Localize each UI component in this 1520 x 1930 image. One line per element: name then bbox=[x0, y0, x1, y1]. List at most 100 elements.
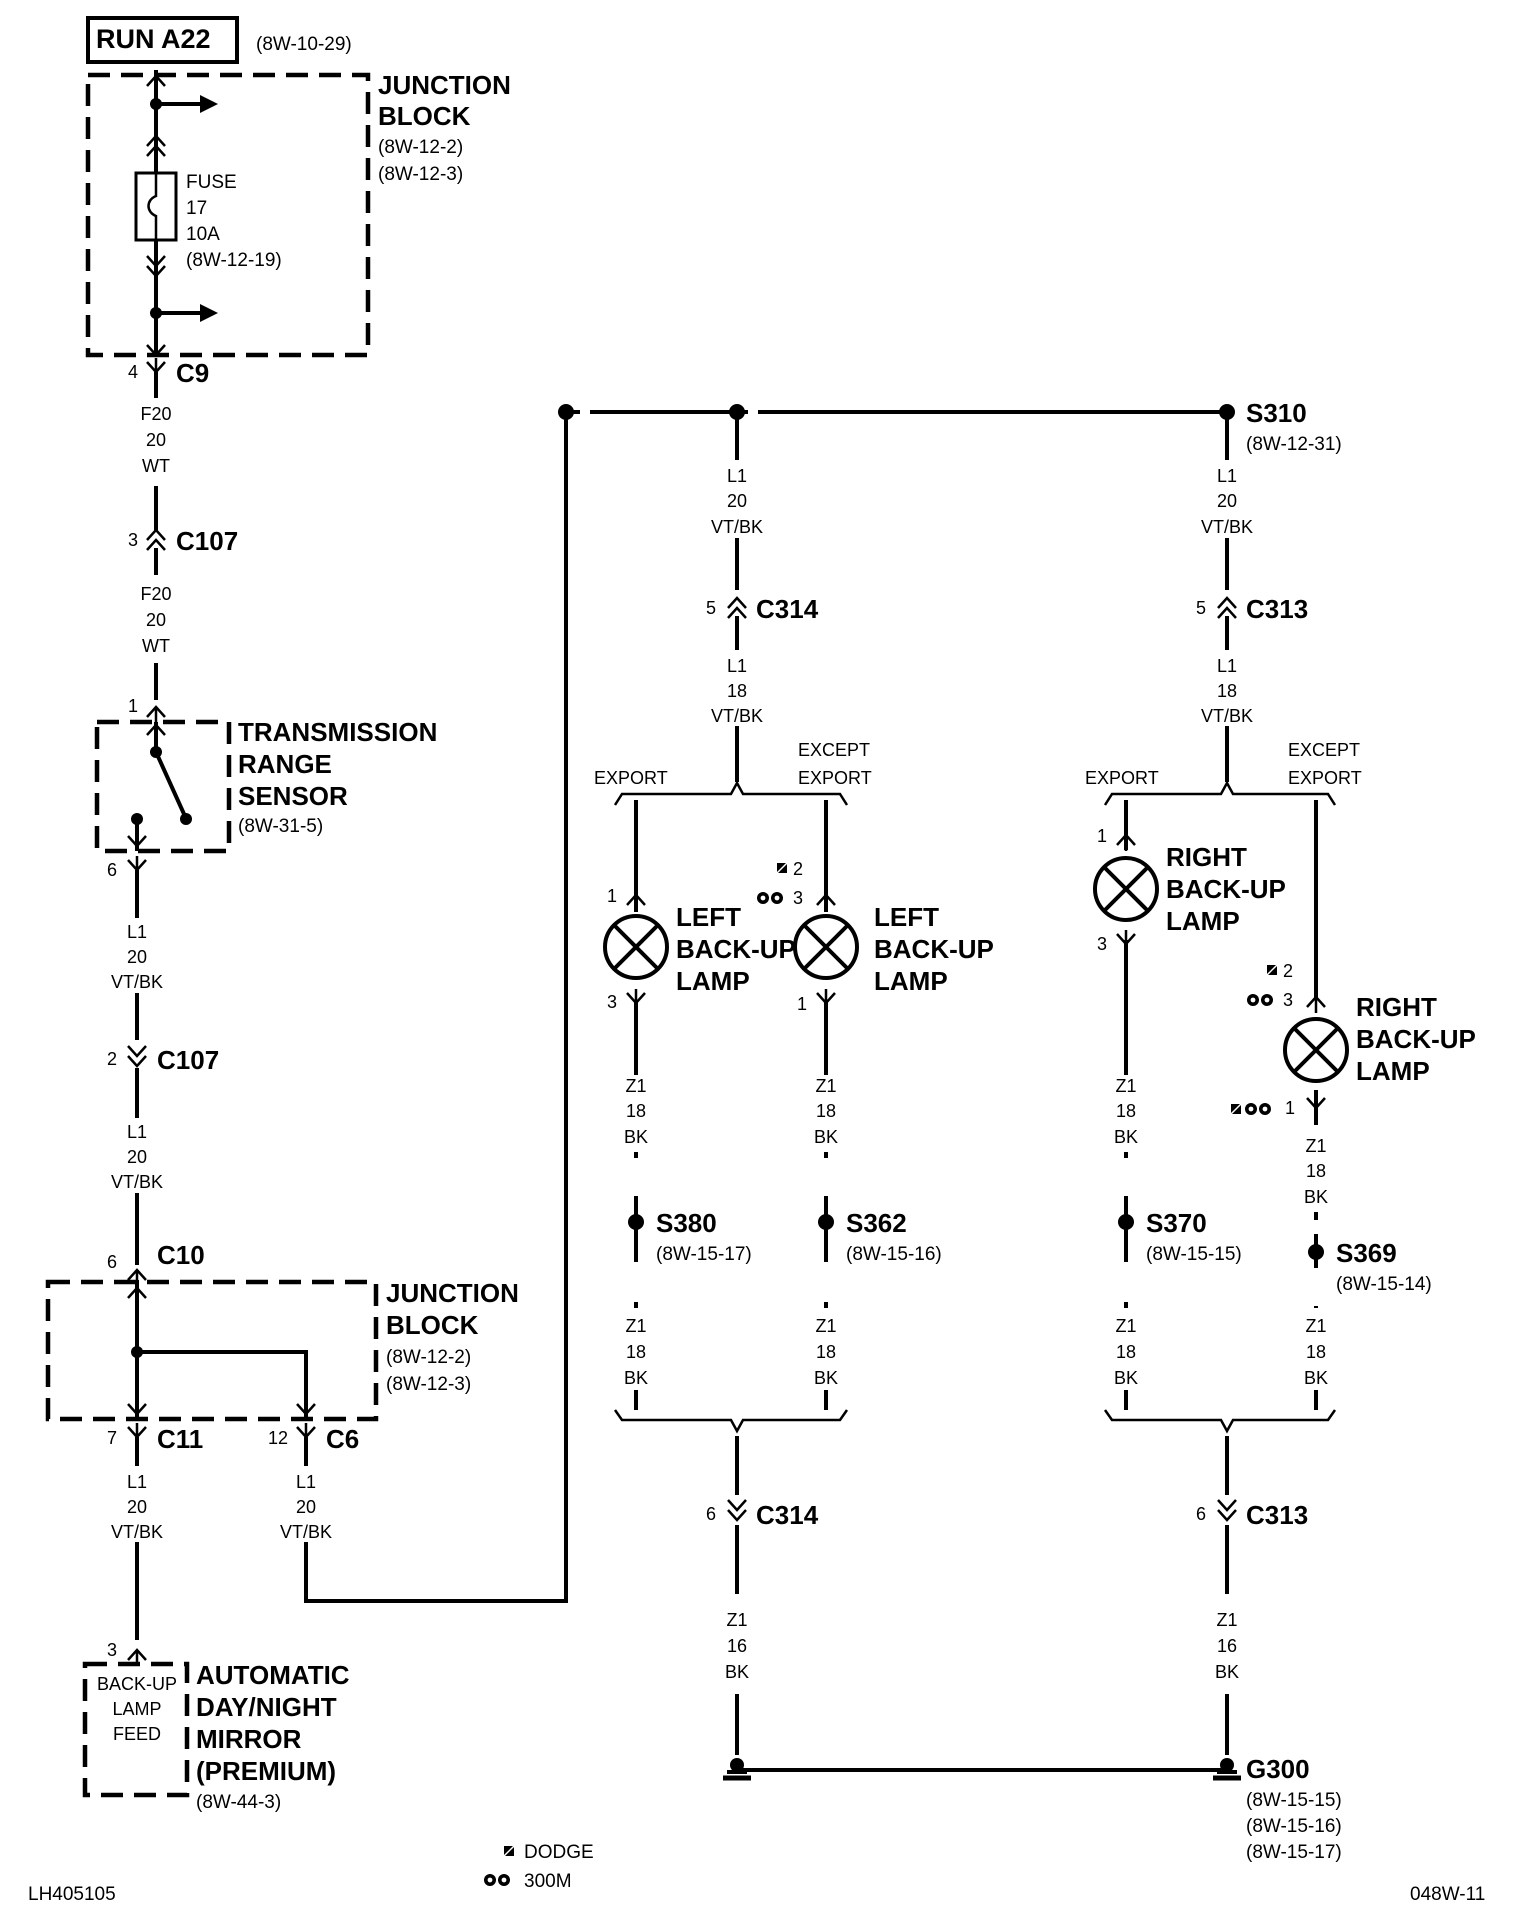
c314-bottom-connector-icon bbox=[726, 1498, 748, 1522]
legend-dodge: DODGE bbox=[524, 1842, 594, 1863]
junction-mid-inner-output-1-icon bbox=[126, 1398, 148, 1416]
ground-right-node bbox=[1220, 1758, 1234, 1772]
transmission-range-sensor-boundary bbox=[94, 719, 232, 854]
wire-z1-left-bottom-line3: BK bbox=[725, 1662, 749, 1682]
wire-z1-6-line2: 18 bbox=[1306, 1161, 1326, 1181]
wire-f20-a-line3: WT bbox=[142, 456, 170, 476]
c107-b-label: C107 bbox=[157, 1045, 219, 1075]
right-except-lamp-pin-bottom: 1 bbox=[1285, 1098, 1295, 1118]
wire-f20-b-line1: F20 bbox=[140, 584, 171, 604]
junction-top-input-connector-icon bbox=[145, 74, 167, 94]
fuse-icon bbox=[147, 174, 158, 239]
g300-ref3: (8W-15-17) bbox=[1246, 1842, 1342, 1863]
wire-l1-right-mid-line2: 18 bbox=[1217, 681, 1237, 701]
wire-l1-right-top-line2: 20 bbox=[1217, 491, 1237, 511]
wire-l1-c-line2: 20 bbox=[127, 1497, 147, 1517]
wire-l1-d-line2: 20 bbox=[296, 1497, 316, 1517]
left-z1-wires-low bbox=[634, 1390, 828, 1410]
left-except-lamp-bottom-connector-icon bbox=[815, 987, 837, 1005]
c313-top-pin: 5 bbox=[1196, 598, 1206, 618]
s362-ref: (8W-15-16) bbox=[846, 1244, 942, 1265]
wire-z1-7-line1: Z1 bbox=[1115, 1316, 1136, 1336]
right-except-lamp-line3: LAMP bbox=[1356, 1056, 1430, 1086]
gap-z1-7 bbox=[1116, 1262, 1136, 1302]
s362-label: S362 bbox=[846, 1208, 907, 1238]
tr-sensor-inner-output-icon bbox=[126, 830, 148, 848]
junction-block-mid-ref1: (8W-12-2) bbox=[386, 1347, 471, 1368]
c9-label: C9 bbox=[176, 358, 209, 388]
junction-block-top-ref2: (8W-12-3) bbox=[378, 164, 463, 185]
c314-top-connector-icon bbox=[726, 596, 748, 620]
s362-node bbox=[818, 1214, 834, 1230]
junction-block-mid-ref2: (8W-12-3) bbox=[386, 1374, 471, 1395]
g300-ref1: (8W-15-15) bbox=[1246, 1790, 1342, 1811]
wire-l1-c-line3: VT/BK bbox=[111, 1522, 163, 1542]
s380-label: S380 bbox=[656, 1208, 717, 1238]
left-except-lamp-pin-top-b: 3 bbox=[793, 888, 803, 908]
wire-l1-a-line3: VT/BK bbox=[111, 972, 163, 992]
c313-bottom-connector-icon bbox=[1216, 1498, 1238, 1522]
left-except-lamp-top-connector-icon bbox=[815, 893, 837, 913]
s369-label: S369 bbox=[1336, 1238, 1397, 1268]
wire-l1-right-mid-line3: VT/BK bbox=[1201, 706, 1253, 726]
gap-z1-2 bbox=[816, 1158, 836, 1196]
left-export-lamp-pin-top: 1 bbox=[607, 886, 617, 906]
junction-block-mid-title1: JUNCTION bbox=[386, 1278, 519, 1308]
right-export-lamp-icon bbox=[1093, 856, 1159, 922]
s369-node bbox=[1308, 1244, 1324, 1260]
junction-top-output-arrow-1-icon bbox=[154, 93, 220, 115]
c9-pin: 4 bbox=[128, 362, 138, 382]
wire-f20-b-line2: 20 bbox=[146, 610, 166, 630]
left-except-lamp-line1: LEFT bbox=[874, 902, 939, 932]
wire-l1-left-mid-line2: 18 bbox=[727, 681, 747, 701]
junction-mid-inner-output-2-icon bbox=[295, 1398, 317, 1416]
wire-l1-left-mid-line3: VT/BK bbox=[711, 706, 763, 726]
mirror-pin: 3 bbox=[107, 1640, 117, 1660]
gap-z1-4 bbox=[816, 1262, 836, 1302]
right-option-brace bbox=[1103, 780, 1337, 806]
right-z1-wires-low bbox=[1124, 1390, 1318, 1410]
fuse-ref: (8W-12-19) bbox=[186, 250, 282, 271]
junction-block-top-title2: BLOCK bbox=[378, 101, 471, 131]
wire-gap-2 bbox=[748, 404, 758, 420]
wire-z1-2-line3: BK bbox=[814, 1127, 838, 1147]
wire-z1-left-bottom-line1: Z1 bbox=[726, 1610, 747, 1630]
c6-label: C6 bbox=[326, 1424, 359, 1454]
footer-right-code: 048W-11 bbox=[1410, 1884, 1485, 1905]
run-a22-box bbox=[86, 16, 239, 64]
right-except-lamp-top-connector-icon bbox=[1305, 995, 1327, 1015]
tr-sensor-contact bbox=[180, 813, 192, 825]
g300-label: G300 bbox=[1246, 1754, 1310, 1784]
wire-l1-right-top-line3: VT/BK bbox=[1201, 517, 1253, 537]
right-except-lamp-icon bbox=[1283, 1017, 1349, 1083]
fuse-label: FUSE bbox=[186, 172, 237, 193]
left-option-export: EXPORT bbox=[594, 768, 668, 788]
mirror-boundary bbox=[82, 1661, 190, 1798]
wire-z1-7-line2: 18 bbox=[1116, 1342, 1136, 1362]
left-export-lamp-top-connector-icon bbox=[625, 893, 647, 913]
gap-z1-1 bbox=[626, 1158, 646, 1196]
left-export-lamp-line1: LEFT bbox=[676, 902, 741, 932]
wire-z1-5-line2: 18 bbox=[1116, 1101, 1136, 1121]
left-merge-brace bbox=[613, 1409, 849, 1434]
tr-sensor-pin-out: 6 bbox=[107, 860, 117, 880]
wire-z1-6-line3: BK bbox=[1304, 1187, 1328, 1207]
gap-z1-8 bbox=[1306, 1268, 1326, 1306]
c314-bottom-pin: 6 bbox=[706, 1504, 716, 1524]
wire-l1-a-line1: L1 bbox=[127, 922, 147, 942]
wire-l1-right-mid-line1: L1 bbox=[1217, 656, 1237, 676]
c11-label: C11 bbox=[157, 1424, 203, 1454]
c11-pin: 7 bbox=[107, 1428, 117, 1448]
mirror-title4: (PREMIUM) bbox=[196, 1756, 336, 1786]
wire-z1-2-line2: 18 bbox=[816, 1101, 836, 1121]
junction-mid-branch bbox=[137, 1350, 308, 1419]
s369-ref: (8W-15-14) bbox=[1336, 1274, 1432, 1295]
mirror-title1: AUTOMATIC bbox=[196, 1660, 350, 1690]
fuse-rating: 10A bbox=[186, 224, 220, 245]
wire-z1-5-line1: Z1 bbox=[1115, 1076, 1136, 1096]
wire-gap-1 bbox=[580, 404, 590, 420]
right-export-lamp-bottom-connector-icon bbox=[1115, 928, 1137, 946]
left-except-lamp-line2: BACK-UP bbox=[874, 934, 994, 964]
c10-label: C10 bbox=[157, 1240, 205, 1270]
left-option-except-export: EXPORT bbox=[798, 768, 872, 788]
